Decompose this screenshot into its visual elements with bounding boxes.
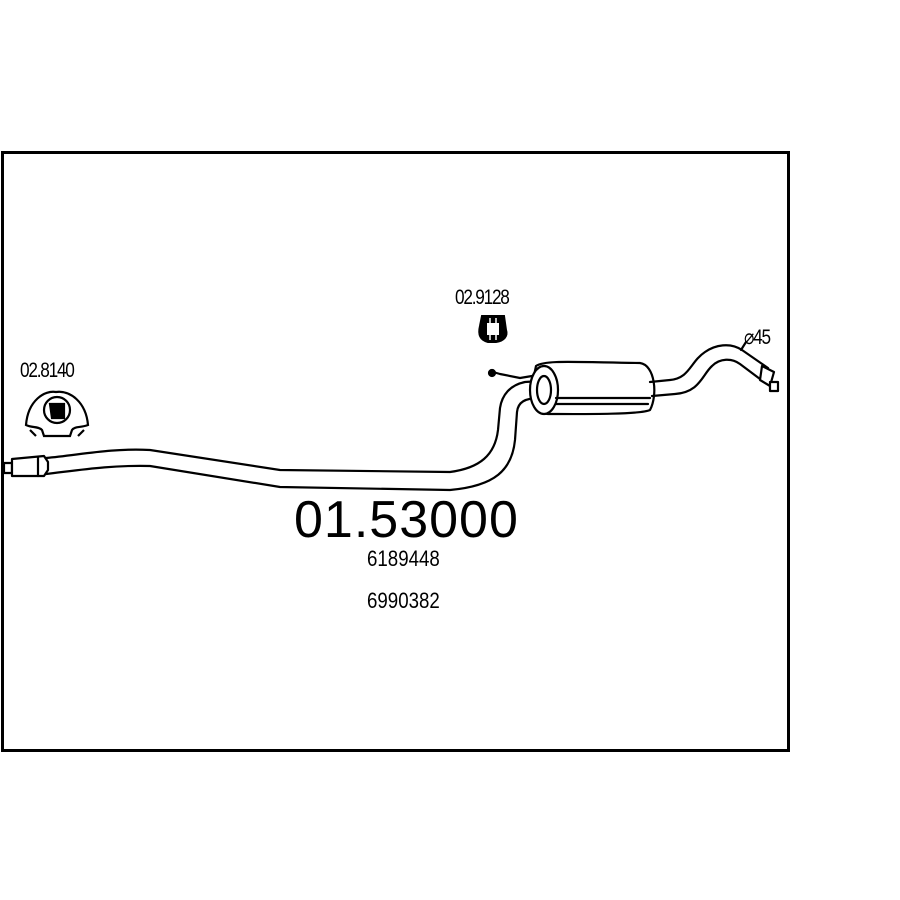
rear-muffler [528,360,656,416]
accessory-part-number-hanger: 02.8140 [20,359,75,382]
middle-pipe-lower-edge [44,396,542,492]
diameter-label: ⌀45 [744,326,771,349]
tail-pipe-lower-edge [650,358,766,398]
oe-number-2: 6990382 [367,588,440,613]
rubber-mount-icon [478,315,508,343]
hanger-rod [491,370,534,380]
accessory-part-number-mount: 02.9128 [455,286,510,309]
exhaust-rubber-hanger-icon [24,390,90,438]
oe-number-1: 6189448 [367,546,440,571]
diagram-frame [1,151,790,752]
tail-pipe-end [758,364,780,393]
pipe-inlet-end [2,454,50,478]
tail-pipe [648,344,770,384]
main-part-number: 01.53000 [294,491,519,549]
middle-pipe [44,379,542,474]
diameter-leader-line [739,340,748,352]
